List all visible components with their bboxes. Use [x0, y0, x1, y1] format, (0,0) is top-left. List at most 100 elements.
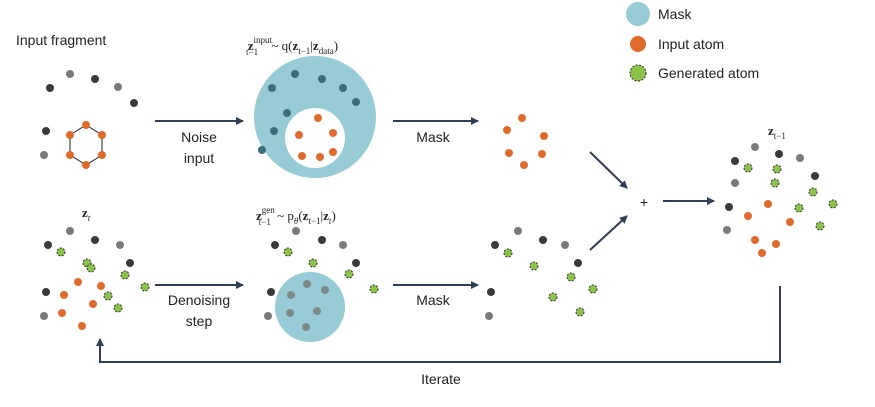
atom — [725, 203, 733, 211]
atom — [42, 288, 50, 296]
atom — [314, 114, 322, 122]
atom — [731, 157, 739, 165]
atom — [574, 259, 582, 267]
atom — [126, 259, 134, 267]
atom — [329, 148, 337, 156]
atom — [503, 126, 511, 134]
atom — [66, 70, 74, 78]
atom — [313, 307, 321, 315]
atom — [86, 263, 96, 273]
atom — [316, 153, 324, 161]
legend-mask-label: Mask — [658, 6, 692, 22]
atom — [588, 284, 598, 294]
mask-bottom-label: Mask — [416, 292, 450, 308]
atom — [339, 84, 347, 92]
atom — [487, 288, 495, 296]
atom — [772, 240, 780, 248]
atom — [66, 227, 74, 235]
atom — [303, 280, 311, 288]
atom — [743, 163, 753, 173]
zt-minus-1-label: zt−1 — [768, 123, 786, 141]
atom — [44, 241, 52, 249]
atom — [548, 292, 558, 302]
atom — [352, 98, 360, 106]
atom — [82, 121, 90, 129]
iterate-loop-arrow — [96, 286, 781, 363]
atom — [308, 258, 318, 268]
atom — [321, 286, 329, 294]
atom — [66, 151, 74, 159]
atom — [82, 161, 90, 169]
atom — [78, 322, 86, 330]
atom — [520, 161, 528, 169]
atom — [130, 99, 138, 107]
atom — [98, 131, 106, 139]
atom — [42, 127, 50, 135]
atom — [40, 151, 48, 159]
masked-input-atoms — [503, 114, 548, 169]
legend-input-atom-swatch — [630, 36, 646, 52]
atom — [775, 150, 783, 158]
atom — [295, 131, 303, 139]
zt-molecule — [40, 227, 150, 330]
atom — [815, 221, 825, 231]
atom — [540, 132, 548, 140]
legend-mask-swatch — [626, 2, 650, 26]
atom — [329, 129, 337, 137]
atom — [723, 226, 731, 234]
noised-molecule — [254, 56, 376, 178]
plus-sign: + — [640, 194, 648, 210]
atom — [318, 75, 326, 83]
atom — [268, 84, 276, 92]
atom — [344, 269, 354, 279]
atom — [271, 241, 279, 249]
legend-generated-atom-label: Generated atom — [658, 65, 759, 81]
atom — [91, 236, 99, 244]
atom — [514, 227, 522, 235]
atom — [258, 146, 266, 154]
atom — [566, 272, 576, 282]
atom — [116, 241, 124, 249]
atom — [369, 284, 379, 294]
hexagon-ring — [69, 124, 103, 166]
atom — [270, 127, 278, 135]
atom — [89, 300, 97, 308]
atom — [120, 270, 130, 280]
atom — [91, 75, 99, 83]
atom — [796, 154, 804, 162]
atom — [267, 288, 275, 296]
atom — [764, 200, 772, 208]
atom — [751, 143, 759, 151]
atom — [770, 178, 780, 188]
atom — [298, 152, 306, 160]
legend-generated-atom-swatch — [629, 64, 647, 82]
atom — [283, 247, 293, 257]
atom — [60, 291, 68, 299]
atom — [744, 212, 752, 220]
atom — [98, 151, 106, 159]
noise-input-label-1: Noise — [181, 129, 217, 145]
atom — [287, 291, 295, 299]
atom — [74, 278, 82, 286]
atom — [772, 164, 782, 174]
atom — [283, 109, 291, 117]
atom — [794, 203, 804, 213]
input-fragment-label: Input fragment — [16, 32, 106, 48]
atom — [302, 323, 310, 331]
atom — [292, 227, 300, 235]
atom — [529, 261, 539, 271]
atom — [264, 312, 272, 320]
legend-input-atom-label: Input atom — [658, 36, 724, 52]
atom — [58, 309, 66, 317]
atom — [485, 312, 493, 320]
atom — [538, 150, 546, 158]
arrow-top-to-plus — [589, 151, 628, 189]
mask-top-label: Mask — [416, 129, 450, 145]
atom — [114, 83, 122, 91]
atom — [539, 236, 547, 244]
zt-label: zt — [82, 205, 91, 223]
denoising-label-1: Denoising — [168, 292, 230, 308]
